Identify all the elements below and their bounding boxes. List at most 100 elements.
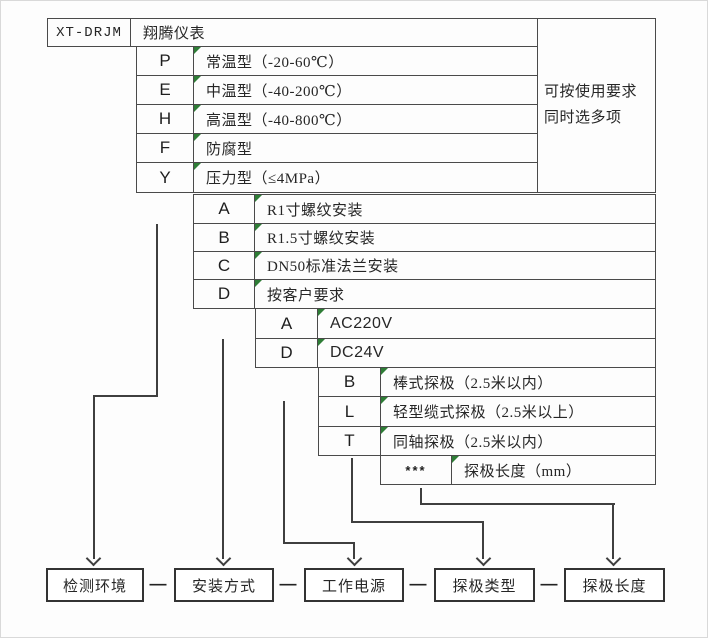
code-label: L <box>344 401 355 421</box>
code-label: A <box>280 313 293 333</box>
probe-code-B: B <box>318 367 381 397</box>
desc-label: R1.5寸螺纹安装 <box>267 231 376 247</box>
brand-cell: 翔腾仪表 <box>130 18 538 47</box>
env-desc-E: 中温型（-40-200℃） <box>193 75 538 105</box>
code-label: B <box>343 372 356 391</box>
separator-dash: — <box>538 574 560 594</box>
connector-env-vertical <box>156 224 158 396</box>
connector-power-drop <box>353 542 355 559</box>
desc-label: DN50标准法兰安装 <box>267 259 399 275</box>
desc-label: 常温型（-20-60℃） <box>206 54 344 71</box>
desc-label: DC24V <box>330 344 385 361</box>
footer-label: 检测环境 <box>62 578 127 595</box>
length-code-stars: *** <box>380 455 452 485</box>
corner-marker-icon <box>318 309 325 316</box>
install-desc-D: 按客户要求 <box>254 279 656 309</box>
multi-select-note: 可按使用要求 同时选多项 <box>537 18 656 193</box>
corner-marker-icon <box>381 368 388 375</box>
power-desc-A: AC220V <box>317 308 656 339</box>
corner-marker-icon <box>194 163 201 170</box>
connector-length-vertical <box>420 488 422 505</box>
code-label: B <box>218 227 230 247</box>
desc-label: 探极长度（mm） <box>464 463 582 480</box>
env-desc-H: 高温型（-40-800℃） <box>193 104 538 134</box>
corner-marker-icon <box>194 134 201 141</box>
arrow-down-icon <box>605 550 622 567</box>
desc-label: 压力型（≤4MPa） <box>206 171 331 187</box>
code-label: A <box>218 199 230 218</box>
env-code-H: H <box>136 104 194 134</box>
corner-marker-icon <box>452 456 459 463</box>
probe-desc-L: 轻型缆式探极（2.5米以上） <box>380 396 656 427</box>
code-label: *** <box>405 462 427 478</box>
probe-code-L: L <box>318 396 381 427</box>
corner-marker-icon <box>194 47 201 54</box>
install-desc-A: R1寸螺纹安装 <box>254 194 656 224</box>
note-line-2: 同时选多项 <box>544 109 622 126</box>
corner-marker-icon <box>194 76 201 83</box>
code-label: C <box>217 255 231 275</box>
install-code-A: A <box>193 194 255 224</box>
probe-desc-T: 同轴探极（2.5米以内） <box>380 426 656 456</box>
desc-label: AC220V <box>330 314 393 332</box>
env-desc-Y: 压力型（≤4MPa） <box>193 162 538 193</box>
footer-label: 探极长度 <box>582 578 647 595</box>
connector-power-horizontal <box>283 542 355 544</box>
dash-label: — <box>409 574 427 593</box>
connector-env-horizontal <box>93 395 158 397</box>
code-label: F <box>159 138 171 157</box>
code-label: T <box>344 431 355 450</box>
code-label: H <box>158 109 172 128</box>
power-desc-D: DC24V <box>317 338 656 368</box>
power-code-A: A <box>255 308 318 339</box>
desc-label: 轻型缆式探极（2.5米以上） <box>393 405 584 421</box>
arrow-down-icon <box>85 550 102 567</box>
model-code-label: XT-DRJM <box>56 24 122 41</box>
corner-marker-icon <box>255 280 262 287</box>
corner-marker-icon <box>194 105 201 112</box>
footer-box-probe-type: 探极类型 <box>434 568 535 602</box>
connector-probe-drop <box>482 521 484 559</box>
corner-marker-icon <box>255 224 262 231</box>
connector-install-drop <box>222 339 224 559</box>
install-code-B: B <box>193 223 255 252</box>
connector-length-drop <box>612 503 614 559</box>
env-code-E: E <box>136 75 194 105</box>
connector-env-drop <box>93 395 95 559</box>
install-code-D: D <box>193 279 255 309</box>
desc-label: 中温型（-40-200℃） <box>206 83 352 100</box>
corner-marker-icon <box>381 397 388 404</box>
connector-length-horizontal <box>420 503 615 505</box>
desc-label: 高温型（-40-800℃） <box>206 112 352 129</box>
code-label: Y <box>159 167 171 187</box>
install-desc-B: R1.5寸螺纹安装 <box>254 223 656 252</box>
env-code-F: F <box>136 133 194 163</box>
dash-label: — <box>279 574 297 593</box>
connector-probe-vertical <box>351 458 353 523</box>
desc-label: R1寸螺纹安装 <box>267 202 364 219</box>
env-desc-P: 常温型（-20-60℃） <box>193 46 538 76</box>
separator-dash: — <box>277 574 299 594</box>
code-label: E <box>159 80 171 99</box>
desc-label: 按客户要求 <box>267 287 345 304</box>
connector-probe-horizontal <box>351 521 484 523</box>
corner-marker-icon <box>255 252 262 259</box>
footer-box-installation-method: 安装方式 <box>174 568 274 602</box>
footer-label: 探极类型 <box>452 578 517 595</box>
note-line-1: 可按使用要求 <box>544 84 638 100</box>
arrow-down-icon <box>215 550 232 567</box>
install-code-C: C <box>193 251 255 280</box>
separator-dash: — <box>407 574 429 594</box>
desc-label: 防腐型 <box>206 141 253 158</box>
env-code-P: P <box>136 46 194 76</box>
footer-box-probe-length: 探极长度 <box>564 568 665 602</box>
probe-desc-B: 棒式探极（2.5米以内） <box>380 367 656 397</box>
dash-label: — <box>540 574 558 593</box>
length-desc: 探极长度（mm） <box>451 455 656 485</box>
code-label: P <box>159 51 171 70</box>
corner-marker-icon <box>318 339 325 346</box>
connector-power-vertical <box>283 401 285 544</box>
corner-marker-icon <box>381 427 388 434</box>
separator-dash: — <box>147 574 169 594</box>
